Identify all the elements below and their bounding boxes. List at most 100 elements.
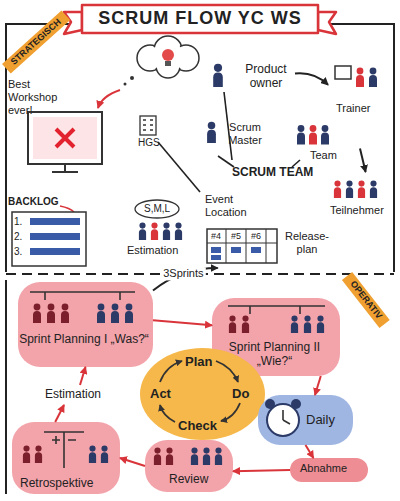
release-board xyxy=(207,229,277,263)
release-board xyxy=(251,247,261,253)
sprint-team-figures xyxy=(111,304,119,323)
node-text: #4 xyxy=(211,231,221,242)
title-text: SCRUM FLOW YC WS xyxy=(82,8,318,30)
idea-cloud xyxy=(130,76,134,80)
leader-lines xyxy=(158,142,200,192)
people-figures xyxy=(370,181,377,198)
process-blob: PlanDoCheck Act xyxy=(140,348,265,440)
process-blob: Abnahme xyxy=(290,458,368,482)
people-figures xyxy=(356,68,364,87)
screen-icon xyxy=(28,112,102,172)
watercolor-blob xyxy=(18,282,153,367)
note-label: Event Location xyxy=(205,193,259,219)
node-text: BACKLOG xyxy=(8,196,59,208)
review-figures xyxy=(154,448,161,465)
figure-group: Teilnehmer xyxy=(326,172,392,221)
node-text: Estimation xyxy=(127,244,178,257)
node-text: Team xyxy=(310,149,337,162)
pdca-cycle-arrows xyxy=(221,403,240,421)
node-text: Release-plan xyxy=(285,230,329,256)
process-blob: Sprint Planning I „Was?“ xyxy=(18,282,153,367)
node-text: Retrospektive xyxy=(20,476,93,490)
backlog-list xyxy=(12,206,86,266)
idea-cloud xyxy=(162,49,174,61)
node-text: #5 xyxy=(231,231,241,242)
cycle-blob xyxy=(140,348,265,440)
title-banner xyxy=(64,12,82,34)
node-text: Review xyxy=(169,472,208,486)
people-figures xyxy=(321,125,329,144)
flow-arrow xyxy=(360,148,366,172)
note-label: SCRUM TEAM xyxy=(232,165,313,179)
node-text: Daily xyxy=(306,412,335,428)
idea-cloud xyxy=(98,36,199,108)
pdca-cycle-arrows xyxy=(160,361,182,382)
backlog-list xyxy=(30,218,80,225)
node-text: 2. xyxy=(14,231,22,243)
watercolor-blob xyxy=(290,458,368,482)
people-figures xyxy=(346,181,353,198)
estimation-group xyxy=(139,223,146,240)
building-icon xyxy=(143,120,153,130)
backlog-list xyxy=(60,206,74,212)
node-text: Act xyxy=(150,386,171,402)
retro-figures xyxy=(44,432,84,468)
flow-arrow xyxy=(306,445,314,458)
screen-icon xyxy=(56,129,74,147)
estimation-group xyxy=(163,223,170,240)
alarm-clock xyxy=(267,404,299,436)
estimation-group xyxy=(135,200,182,240)
review-figures xyxy=(166,448,173,465)
node-text: 3. xyxy=(14,246,22,258)
sprint-team-figures xyxy=(304,316,311,333)
process-blob: Daily xyxy=(258,395,353,445)
backlog-list xyxy=(12,212,86,266)
title-banner xyxy=(64,5,336,34)
building-icon xyxy=(140,116,156,135)
node-text: Plan xyxy=(185,354,212,370)
figure-group: S,M,LEstimation xyxy=(125,200,200,261)
flow-arrow xyxy=(153,320,212,325)
watercolor-blob xyxy=(12,422,120,494)
idea-cloud xyxy=(139,38,198,77)
people-figures xyxy=(334,181,341,198)
node-text: 1. xyxy=(14,216,22,228)
node-text: Scrum Master xyxy=(223,121,267,147)
backlog-list xyxy=(30,248,80,255)
review-figures xyxy=(215,448,222,465)
alarm-clock xyxy=(283,410,290,424)
process-blob: Retrospektive xyxy=(12,422,120,494)
sprint-team-figures xyxy=(291,316,298,333)
screen-icon xyxy=(33,117,97,159)
people-figures xyxy=(369,68,377,87)
release-board xyxy=(211,247,221,253)
pdca-cycle-arrows xyxy=(160,405,175,422)
node-text: Sprint Planning I „Was?“ xyxy=(18,332,150,346)
review-figures xyxy=(191,448,198,465)
release-board xyxy=(231,247,241,253)
node-text: Product owner xyxy=(240,62,292,91)
people-figures xyxy=(335,66,351,79)
watercolor-blob xyxy=(258,395,353,445)
alarm-clock xyxy=(265,399,301,436)
retro-figures xyxy=(89,446,96,463)
sprint-team-figures xyxy=(229,316,236,333)
sprint-team-figures xyxy=(317,316,324,333)
release-board xyxy=(211,255,221,260)
estimation-group xyxy=(135,200,179,218)
figure-group: Scrum Master xyxy=(205,118,270,152)
idea-cloud xyxy=(124,83,127,86)
flow-arrow xyxy=(120,458,145,466)
node-text: Sprint Planning II „Wie?“ xyxy=(212,340,337,369)
node-text: Check xyxy=(178,418,217,434)
sprint-team-figures xyxy=(47,304,55,323)
sprint-team-figures xyxy=(125,304,133,323)
title-banner xyxy=(82,5,318,33)
figure-group: #4#5#6Release-plan xyxy=(205,226,332,268)
figure-group: Estimation xyxy=(40,385,120,405)
release-board xyxy=(207,229,277,263)
section-tag: OPERATIV xyxy=(342,272,390,328)
building-icon xyxy=(140,116,156,135)
node-text: Do xyxy=(232,386,249,402)
flow-arrow xyxy=(295,73,328,84)
